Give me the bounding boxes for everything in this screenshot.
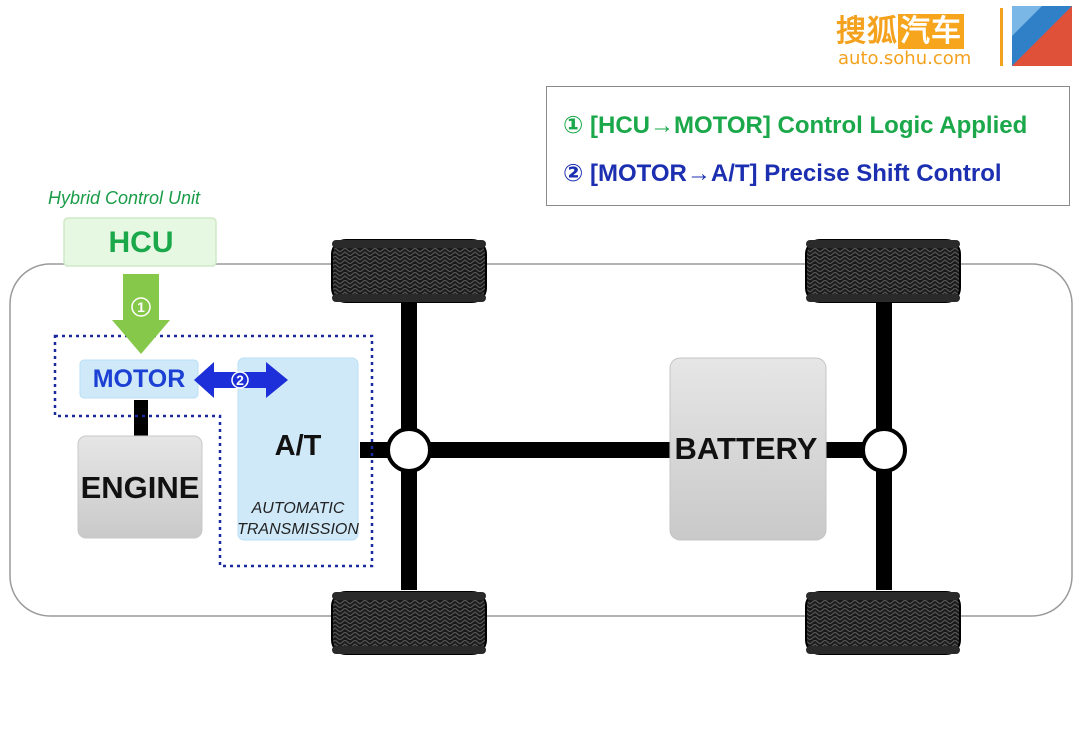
hcu-label: HCU [108, 226, 174, 259]
tire-front-bottom [331, 591, 487, 655]
watermark-brand: 搜狐汽车 [836, 6, 964, 50]
transmission-box [237, 357, 359, 541]
legend-box: ① [HCU→MOTOR] Control Logic Applied ② [M… [546, 86, 1070, 206]
tire-rear-top [805, 239, 961, 303]
chassis-outline [9, 263, 1073, 617]
powertrain-dotted-border [53, 334, 374, 568]
engine-label: ENGINE [80, 470, 200, 505]
rear-differential [861, 427, 907, 473]
tire-rear-bottom [805, 591, 961, 655]
legend-line-1: ① [HCU→MOTOR] Control Logic Applied [563, 112, 1028, 139]
battery-label: BATTERY [674, 431, 818, 466]
watermark-brand-2: 汽车 [898, 14, 964, 49]
hcu-caption: Hybrid Control Unit [48, 188, 201, 208]
watermark-divider [1000, 8, 1003, 66]
arrow-1-number: 1 [137, 299, 145, 315]
hcu-box [63, 217, 217, 267]
legend-line-2: ② [MOTOR→A/T] Precise Shift Control [563, 160, 1002, 187]
watermark-url: auto.sohu.com [838, 48, 972, 69]
engine-box [77, 435, 203, 539]
front-differential [386, 427, 432, 473]
transmission-subtitle: AUTOMATIC TRANSMISSION [222, 498, 374, 540]
tire-front-top [331, 239, 487, 303]
hcu-to-motor-arrow [112, 274, 170, 354]
watermark-brand-1: 搜狐 [836, 14, 898, 49]
motor-at-arrow [194, 362, 288, 398]
sohu-logo-icon [1012, 6, 1072, 66]
transmission-subtitle-1: AUTOMATIC [251, 500, 345, 517]
transmission-label: A/T [274, 430, 322, 462]
motor-label: MOTOR [92, 365, 186, 393]
battery-box [669, 357, 827, 541]
transmission-subtitle-2: TRANSMISSION [237, 521, 359, 538]
arrow-2-number: 2 [236, 372, 244, 388]
